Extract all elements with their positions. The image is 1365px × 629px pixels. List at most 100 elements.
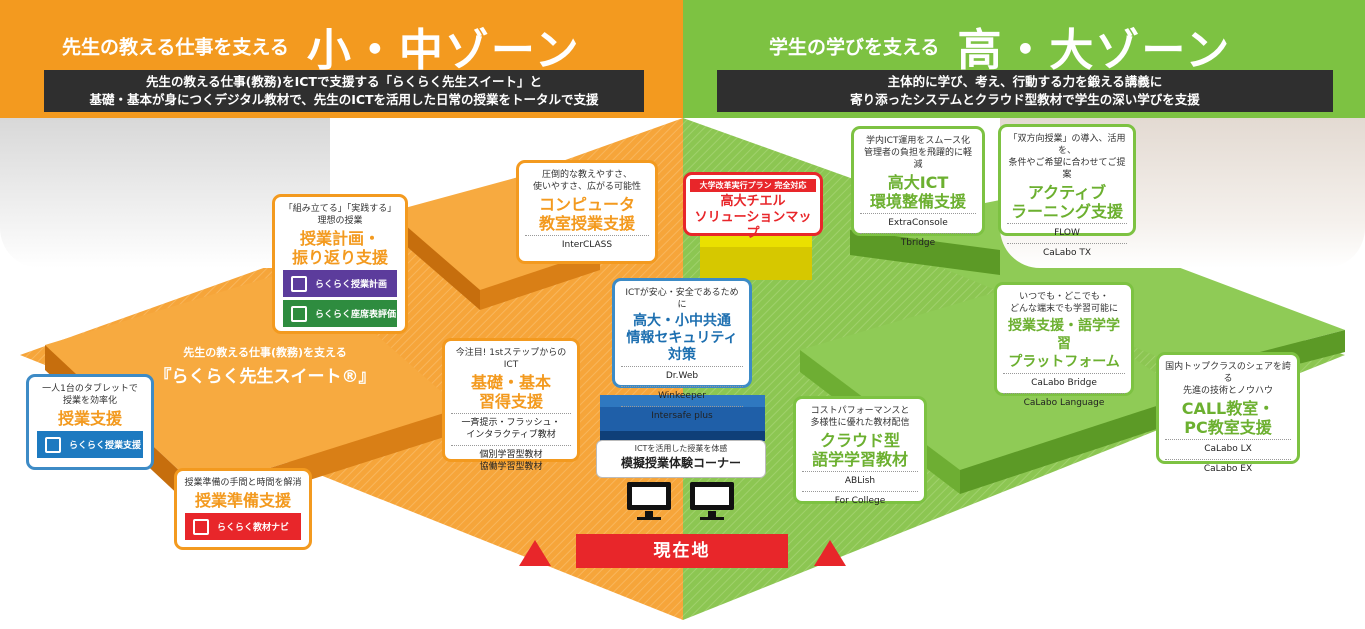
basics-title-1: 基礎・基本: [470, 373, 551, 392]
intersafe-product[interactable]: Intersafe plus: [621, 406, 743, 424]
university-desc-line-2: 寄り添ったシステムとクラウド型教材で学生の深い学びを支援: [850, 92, 1200, 107]
chiel-title-1: 高大チエル: [720, 194, 786, 209]
active-learning-box[interactable]: 「双方向授業」の導入、活用を、 条件やご希望に合わせてご提案 アクティブ ラーニ…: [998, 124, 1136, 258]
tablet-intro-1: 一人1台のタブレットで: [42, 384, 138, 394]
rakuraku-lesson-plan-button[interactable]: らくらく授業計画: [283, 270, 397, 297]
demo-corner-title: 模擬授業体験コーナー: [620, 456, 741, 470]
tablet-intro-2: 授業を効率化: [62, 396, 117, 406]
security-title-1: 高大・小中共通: [633, 313, 731, 329]
lesson-plan-title-1: 授業計画・: [299, 229, 380, 248]
elementary-desc-line-2: 基礎・基本が身につくデジタル教材で、先生のICTを活用した日常の授業をトータルで…: [89, 92, 599, 107]
prep-intro: 授業準備の手間と時間を解消: [184, 478, 302, 488]
lesson-plan-box[interactable]: 「組み立てる」「実践する」 理想の授業 授業計画・ 振り返り支援 らくらく授業計…: [272, 194, 408, 334]
security-intro: ICTが安心・安全であるために: [625, 288, 739, 310]
demo-lesson-corner[interactable]: ICTを活用した授業を体感 模擬授業体験コーナー: [596, 440, 766, 478]
university-zone-title: 高・大ゾーン: [957, 25, 1232, 76]
calabo-bridge-product[interactable]: CaLabo Bridge: [1003, 373, 1125, 391]
security-title-2: 情報セキュリティ対策: [626, 330, 738, 363]
call-classroom-box[interactable]: 国内トップクラスのシェアを誇る 先進の技術とノウハウ CALL教室・ PC教室支…: [1156, 352, 1300, 474]
university-zone-header: 学生の学びを支える高・大ゾーン 主体的に学び、考え、行動する力を鍛える講義に 寄…: [683, 0, 1365, 118]
for-college-product[interactable]: For College: [802, 491, 918, 509]
calabo-ex-product[interactable]: CaLabo EX: [1165, 459, 1291, 477]
cloud-materials-box[interactable]: コストパフォーマンスと 多様性に優れた教材配信 クラウド型 語学学習教材 ABL…: [793, 396, 927, 506]
tablet-icon: [45, 436, 61, 453]
platform-intro-2: どんな端末でも学習可能に: [1009, 304, 1118, 314]
cloud-intro-1: コストパフォーマンスと: [810, 406, 910, 416]
tablet-lesson-box[interactable]: 一人1台のタブレットで 授業を効率化 授業支援 らくらく授業支援: [26, 374, 154, 470]
rakuraku-suite-label: 先生の教える仕事(教務)を支える 『らくらく先生スイート®』: [140, 344, 390, 387]
left-arrow-marker: [519, 540, 551, 566]
search-icon: [193, 518, 209, 535]
elementary-zone-header: 先生の教える仕事を支える小・中ゾーン 先生の教える仕事(教務)をICTで支援する…: [0, 0, 683, 118]
flow-product[interactable]: FLOW: [1007, 223, 1127, 241]
monitor-icon: [690, 482, 734, 520]
call-title-2: PC教室支援: [1184, 418, 1272, 437]
call-intro-2: 先進の技術とノウハウ: [1182, 386, 1273, 396]
lesson-plan-title-2: 振り返り支援: [291, 248, 388, 267]
security-box[interactable]: ICTが安心・安全であるために 高大・小中共通 情報セキュリティ対策 Dr.We…: [612, 278, 752, 421]
right-arrow-marker: [814, 540, 846, 566]
chiel-title-2: ソリューションマップ: [694, 210, 812, 241]
active-intro-2: 条件やご希望に合わせてご提案: [1008, 158, 1126, 180]
ict-environment-box[interactable]: 学内ICT運用をスムース化 管理者の負担を飛躍的に軽減 高大ICT 環境整備支援…: [851, 126, 985, 248]
cloud-title-2: 語学学習教材: [811, 450, 908, 469]
chiel-tag: 大学改革実行プラン 完全対応: [690, 179, 816, 192]
interactive-materials[interactable]: 一斉提示・フラッシュ・インタラクティブ教材: [451, 413, 571, 443]
platform-title-1: 授業支援・語学学習: [1008, 318, 1120, 352]
drweb-product[interactable]: Dr.Web: [621, 366, 743, 384]
rakuraku-lesson-plan-label: らくらく授業計画: [315, 280, 388, 290]
lesson-plan-intro-1: 「組み立てる」「実践する」: [283, 204, 397, 214]
basics-intro: 今注目! 1stステップからのICT: [455, 348, 567, 370]
extraconsole-product[interactable]: ExtraConsole: [860, 213, 976, 231]
monitor-icon: [627, 482, 671, 520]
university-zone-subtitle: 学生の学びを支える: [769, 36, 940, 59]
calabo-language-product[interactable]: CaLabo Language: [1003, 393, 1125, 411]
tablet-title: 授業支援: [57, 409, 122, 428]
platform-title-2: プラットフォーム: [1008, 354, 1120, 370]
elementary-zone-subtitle: 先生の教える仕事を支える: [62, 36, 289, 59]
university-desc-line-1: 主体的に学び、考え、行動する力を鍛える講義に: [887, 74, 1163, 89]
calabo-tx-product[interactable]: CaLabo TX: [1007, 243, 1127, 261]
call-title-1: CALL教室・: [1181, 399, 1275, 418]
computer-classroom-box[interactable]: 圧倒的な教えやすさ、 使いやすさ、広がる可能性 コンピュータ 教室授業支援 In…: [516, 160, 658, 264]
demo-corner-sub: ICTを活用した授業を体感: [634, 444, 728, 453]
computer-title-2: 教室授業支援: [538, 214, 635, 233]
chiel-solution-map-box: 大学改革実行プラン 完全対応 高大チエル ソリューションマップ: [683, 172, 823, 241]
basics-box[interactable]: 今注目! 1stステップからのICT 基礎・基本 習得支援 一斉提示・フラッシュ…: [442, 338, 580, 472]
platform-intro-1: いつでも・どこでも・: [1019, 292, 1109, 302]
cloud-title-1: クラウド型: [819, 431, 900, 450]
active-title-2: ラーニング支援: [1010, 202, 1123, 221]
elementary-desc-line-1: 先生の教える仕事(教務)をICTで支援する「らくらく先生スイート」と: [146, 74, 542, 89]
interclass-product[interactable]: InterCLASS: [525, 235, 649, 253]
basics-title-2: 習得支援: [478, 392, 543, 411]
rakuraku-lesson-support-label: らくらく授業支援: [69, 441, 142, 451]
ict-env-intro-1: 学内ICT運用をスムース化: [866, 136, 970, 146]
calabo-lx-product[interactable]: CaLabo LX: [1165, 439, 1291, 457]
suite-line-2: 『らくらく先生スイート®』: [154, 367, 376, 387]
active-intro-1: 「双方向授業」の導入、活用を、: [1008, 134, 1126, 156]
tbridge-product[interactable]: Tbridge: [860, 233, 976, 251]
rakuraku-lesson-support-button[interactable]: らくらく授業支援: [37, 431, 143, 458]
computer-title-1: コンピュータ: [538, 195, 635, 214]
suite-line-1: 先生の教える仕事(教務)を支える: [183, 346, 347, 359]
ict-env-intro-2: 管理者の負担を飛躍的に軽減: [863, 148, 972, 170]
lesson-plan-intro-2: 理想の授業: [317, 216, 363, 226]
university-zone-description: 主体的に学び、考え、行動する力を鍛える講義に 寄り添ったシステムとクラウド型教材…: [717, 70, 1333, 112]
cloud-intro-2: 多様性に優れた教材配信: [810, 418, 910, 428]
ablish-product[interactable]: ABLish: [802, 471, 918, 489]
elementary-zone-title: 小・中ゾーン: [306, 25, 581, 76]
language-platform-box[interactable]: いつでも・どこでも・ どんな端末でも学習可能に 授業支援・語学学習 プラットフォ…: [994, 282, 1134, 408]
active-title-1: アクティブ: [1027, 183, 1107, 202]
interactive-materials-2: インタラクティブ教材: [466, 430, 556, 440]
rakuraku-seating-eval-button[interactable]: らくらく座席表評価: [283, 300, 397, 327]
individual-materials[interactable]: 個別学習型教材協働学習型教材: [451, 445, 571, 475]
rakuraku-material-navi-button[interactable]: らくらく教材ナビ: [185, 513, 301, 540]
elementary-zone-description: 先生の教える仕事(教務)をICTで支援する「らくらく先生スイート」と 基礎・基本…: [44, 70, 644, 112]
call-intro-1: 国内トップクラスのシェアを誇る: [1165, 362, 1291, 384]
rakuraku-material-navi-label: らくらく教材ナビ: [217, 523, 290, 533]
winkeeper-product[interactable]: Winkeeper: [621, 386, 743, 404]
current-location-label: 現在地: [576, 534, 788, 568]
ict-env-title-1: 高大ICT: [887, 173, 949, 192]
lesson-prep-box[interactable]: 授業準備の手間と時間を解消 授業準備支援 らくらく教材ナビ: [174, 468, 312, 550]
